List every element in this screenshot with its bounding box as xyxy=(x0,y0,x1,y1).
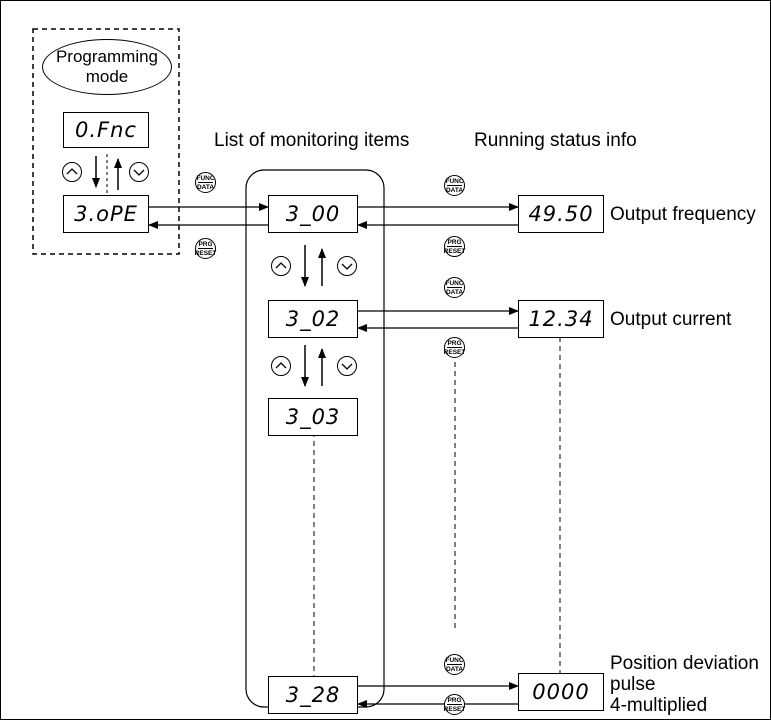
up-key-icon[interactable] xyxy=(271,256,291,276)
position-deviation-label-1: Position deviation xyxy=(610,653,759,674)
down-key-icon[interactable] xyxy=(337,256,357,276)
running-status-header: Running status info xyxy=(474,130,637,151)
display-ope: 3.oPE xyxy=(63,195,149,233)
down-key-icon[interactable] xyxy=(129,162,149,182)
programming-mode-box xyxy=(32,28,180,255)
status-output-current-value: 12.34 xyxy=(518,300,604,338)
monitor-item-3-03: 3_03 xyxy=(268,398,358,436)
down-key-icon[interactable] xyxy=(337,356,357,376)
monitor-item-3-00: 3_00 xyxy=(268,195,358,233)
monitoring-list-box xyxy=(245,169,385,708)
programming-mode-label-1: Programming xyxy=(55,47,159,66)
programming-mode-label-2: mode xyxy=(85,67,129,86)
status-output-frequency-value: 49.50 xyxy=(518,195,604,233)
programming-mode-oval: Programming mode xyxy=(42,39,172,95)
output-frequency-label: Output frequency xyxy=(610,204,756,225)
output-current-label: Output current xyxy=(610,309,732,330)
monitor-item-3-28: 3_28 xyxy=(268,676,358,714)
position-deviation-label-3: 4-multiplied xyxy=(610,695,708,716)
status-position-deviation-value: 0000 xyxy=(518,673,604,711)
monitoring-list-header: List of monitoring items xyxy=(214,130,410,151)
monitor-item-3-02: 3_02 xyxy=(268,300,358,338)
position-deviation-label-2: pulse xyxy=(610,674,656,695)
display-fnc: 0.Fnc xyxy=(63,112,149,148)
up-key-icon[interactable] xyxy=(271,356,291,376)
up-key-icon[interactable] xyxy=(62,162,82,182)
